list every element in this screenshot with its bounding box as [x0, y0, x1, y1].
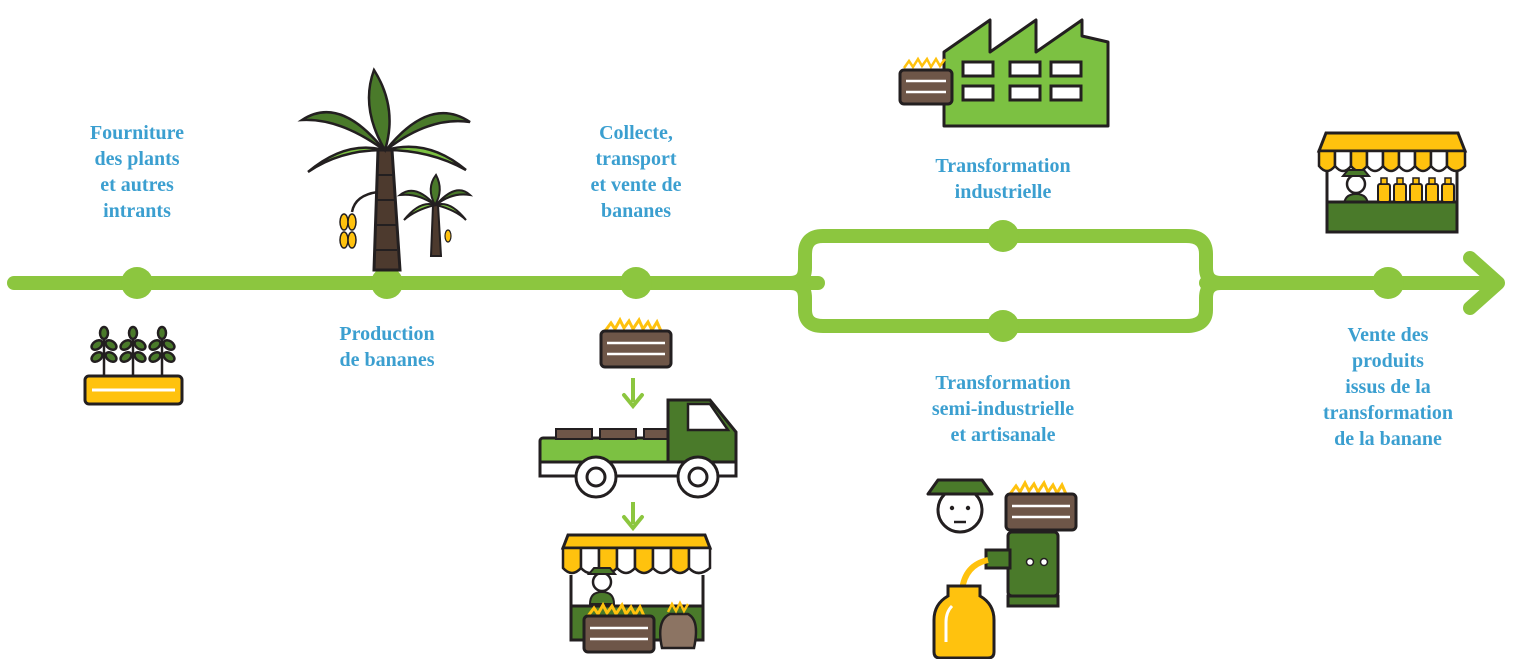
node-inputs [121, 267, 153, 299]
node-sales [1372, 267, 1404, 299]
node-collection [620, 267, 652, 299]
farmer-juicer-icon [926, 478, 1078, 659]
label-inputs-supply: Fourniture des plants et autres intrants [89, 122, 185, 222]
main-timeline [7, 229, 1505, 333]
crate-truck-market-icon [538, 318, 738, 654]
label-artisanal-processing: Transformation semi-industrielle et arti… [931, 372, 1075, 446]
stage-nodes [121, 220, 1404, 342]
factory-icon [898, 18, 1110, 128]
node-artisanal [987, 310, 1019, 342]
banana-palm-trees-icon [297, 67, 474, 272]
node-production [371, 267, 403, 299]
label-banana-production: Production de bananes [339, 323, 435, 371]
market-stall-juice-icon [1316, 131, 1468, 234]
label-processed-products-sale: Vente des produits issus de la transform… [1323, 324, 1453, 450]
label-collection-transport-sale: Collecte, transport et vente de bananes [590, 122, 682, 222]
node-industrial [987, 220, 1019, 252]
label-industrial-processing: Transformation industrielle [935, 155, 1071, 203]
seedlings-tray-icon [83, 325, 184, 406]
